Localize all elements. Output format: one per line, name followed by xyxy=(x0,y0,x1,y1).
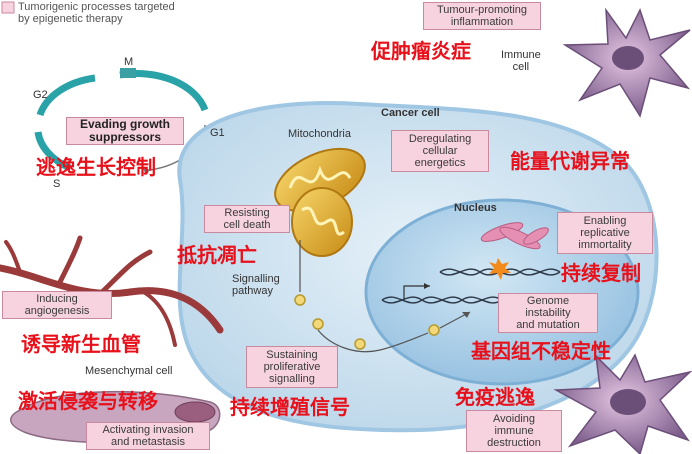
cn-deregulating-energetics: 能量代谢异常 xyxy=(510,149,630,173)
hallmark-inducing-angiogenesis: Inducing angiogenesis xyxy=(2,291,112,319)
mitochondria-illustration xyxy=(274,147,366,257)
signalling-pathway-label: Signalling pathway xyxy=(232,273,280,297)
cn-tumour-promoting-inflammation: 促肿瘤炎症 xyxy=(371,39,471,63)
phase-g1-label: G1 xyxy=(210,127,225,139)
cn-replicative-immortality: 持续复制 xyxy=(561,261,641,285)
legend-text: Tumorigenic processes targeted by epigen… xyxy=(18,1,175,25)
mutation-burst xyxy=(489,258,511,280)
phase-m-label: M xyxy=(124,56,134,68)
cn-genome-instability: 基因组不稳定性 xyxy=(471,339,611,363)
hallmark-activating-invasion: Activating invasion and metastasis xyxy=(86,422,210,450)
immune-cell-label: Immune cell xyxy=(501,49,541,73)
hallmark-replicative-immortality: Enabling replicative immortality xyxy=(557,212,653,254)
chromosomes xyxy=(480,222,549,250)
hallmark-evading-growth-suppressors: Evading growth suppressors xyxy=(66,117,184,145)
cn-inducing-angiogenesis: 诱导新生血管 xyxy=(21,332,141,356)
hallmark-tumour-promoting-inflammation: Tumour-promoting inflammation xyxy=(423,2,541,30)
mitochondria-label: Mitochondria xyxy=(288,128,351,140)
immune-cell-bottom xyxy=(553,353,692,454)
legend-swatch xyxy=(1,1,15,14)
cn-resisting-cell-death: 抵抗凋亡 xyxy=(177,243,257,267)
cn-evading-growth-suppressors: 逃逸生长控制 xyxy=(36,155,156,179)
blood-vessel xyxy=(0,235,224,347)
hallmark-genome-instability: Genome instability and mutation xyxy=(498,293,598,333)
phase-s-label: S xyxy=(53,178,61,190)
nucleus-label: Nucleus xyxy=(454,202,497,214)
cn-immune-evasion: 免疫逃逸 xyxy=(455,385,535,409)
mesenchymal-cell-label: Mesenchymal cell xyxy=(85,365,173,377)
phase-g2-label: G2 xyxy=(33,89,48,101)
hallmark-deregulating-energetics: Deregulating cellular energetics xyxy=(391,130,489,172)
hallmark-sustaining-proliferative-signalling: Sustaining proliferative signalling xyxy=(246,346,338,388)
signalling-pathway-dots xyxy=(294,294,440,350)
cn-proliferative-signalling: 持续增殖信号 xyxy=(230,395,350,419)
hallmark-avoiding-immune-destruction: Avoiding immune destruction xyxy=(466,410,562,452)
cancer-cell-label: Cancer cell xyxy=(381,107,440,119)
cn-invasion-metastasis: 激活侵袭与转移 xyxy=(18,389,158,413)
m-phase-marker xyxy=(120,68,136,78)
immune-cell-top xyxy=(562,7,691,118)
hallmark-resisting-cell-death: Resisting cell death xyxy=(204,205,290,233)
